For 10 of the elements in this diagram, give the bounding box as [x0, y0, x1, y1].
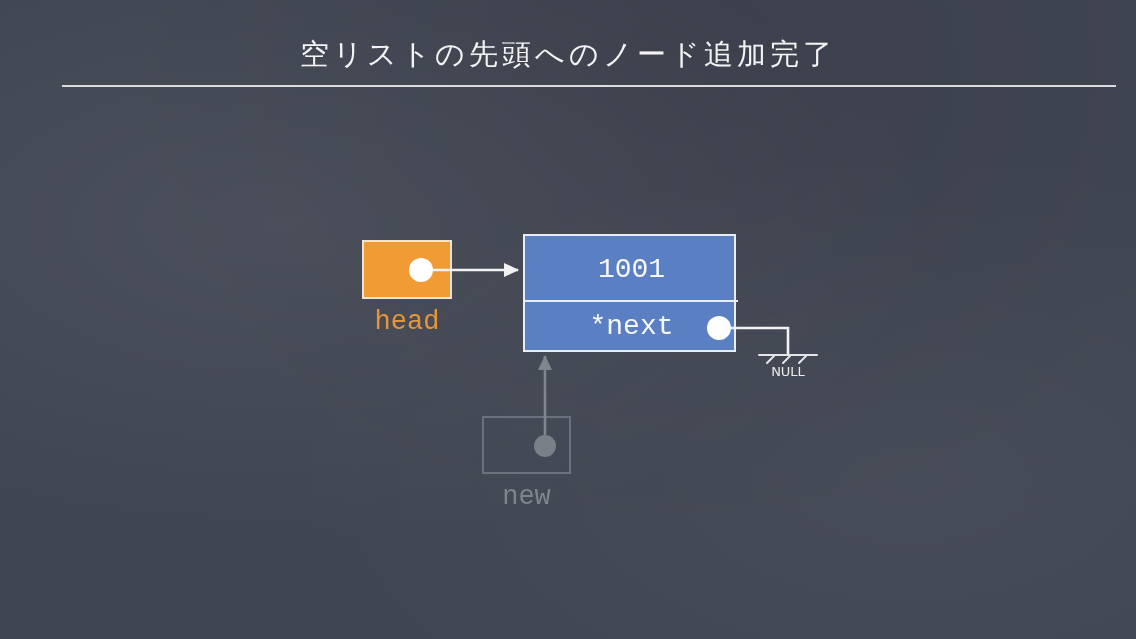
- null-label: NULL: [771, 365, 805, 378]
- list-node-box: [523, 234, 736, 352]
- slide-title: 空リストの先頭へのノード追加完了: [300, 36, 836, 73]
- variable-name-label: head: [374, 309, 440, 336]
- arrow: [538, 355, 552, 435]
- pointer-field-name: *next: [589, 313, 674, 341]
- connector-line: [731, 326, 790, 354]
- data-value: 1001: [597, 256, 666, 284]
- arrow: [433, 263, 519, 277]
- variable-name-label: new: [502, 484, 551, 511]
